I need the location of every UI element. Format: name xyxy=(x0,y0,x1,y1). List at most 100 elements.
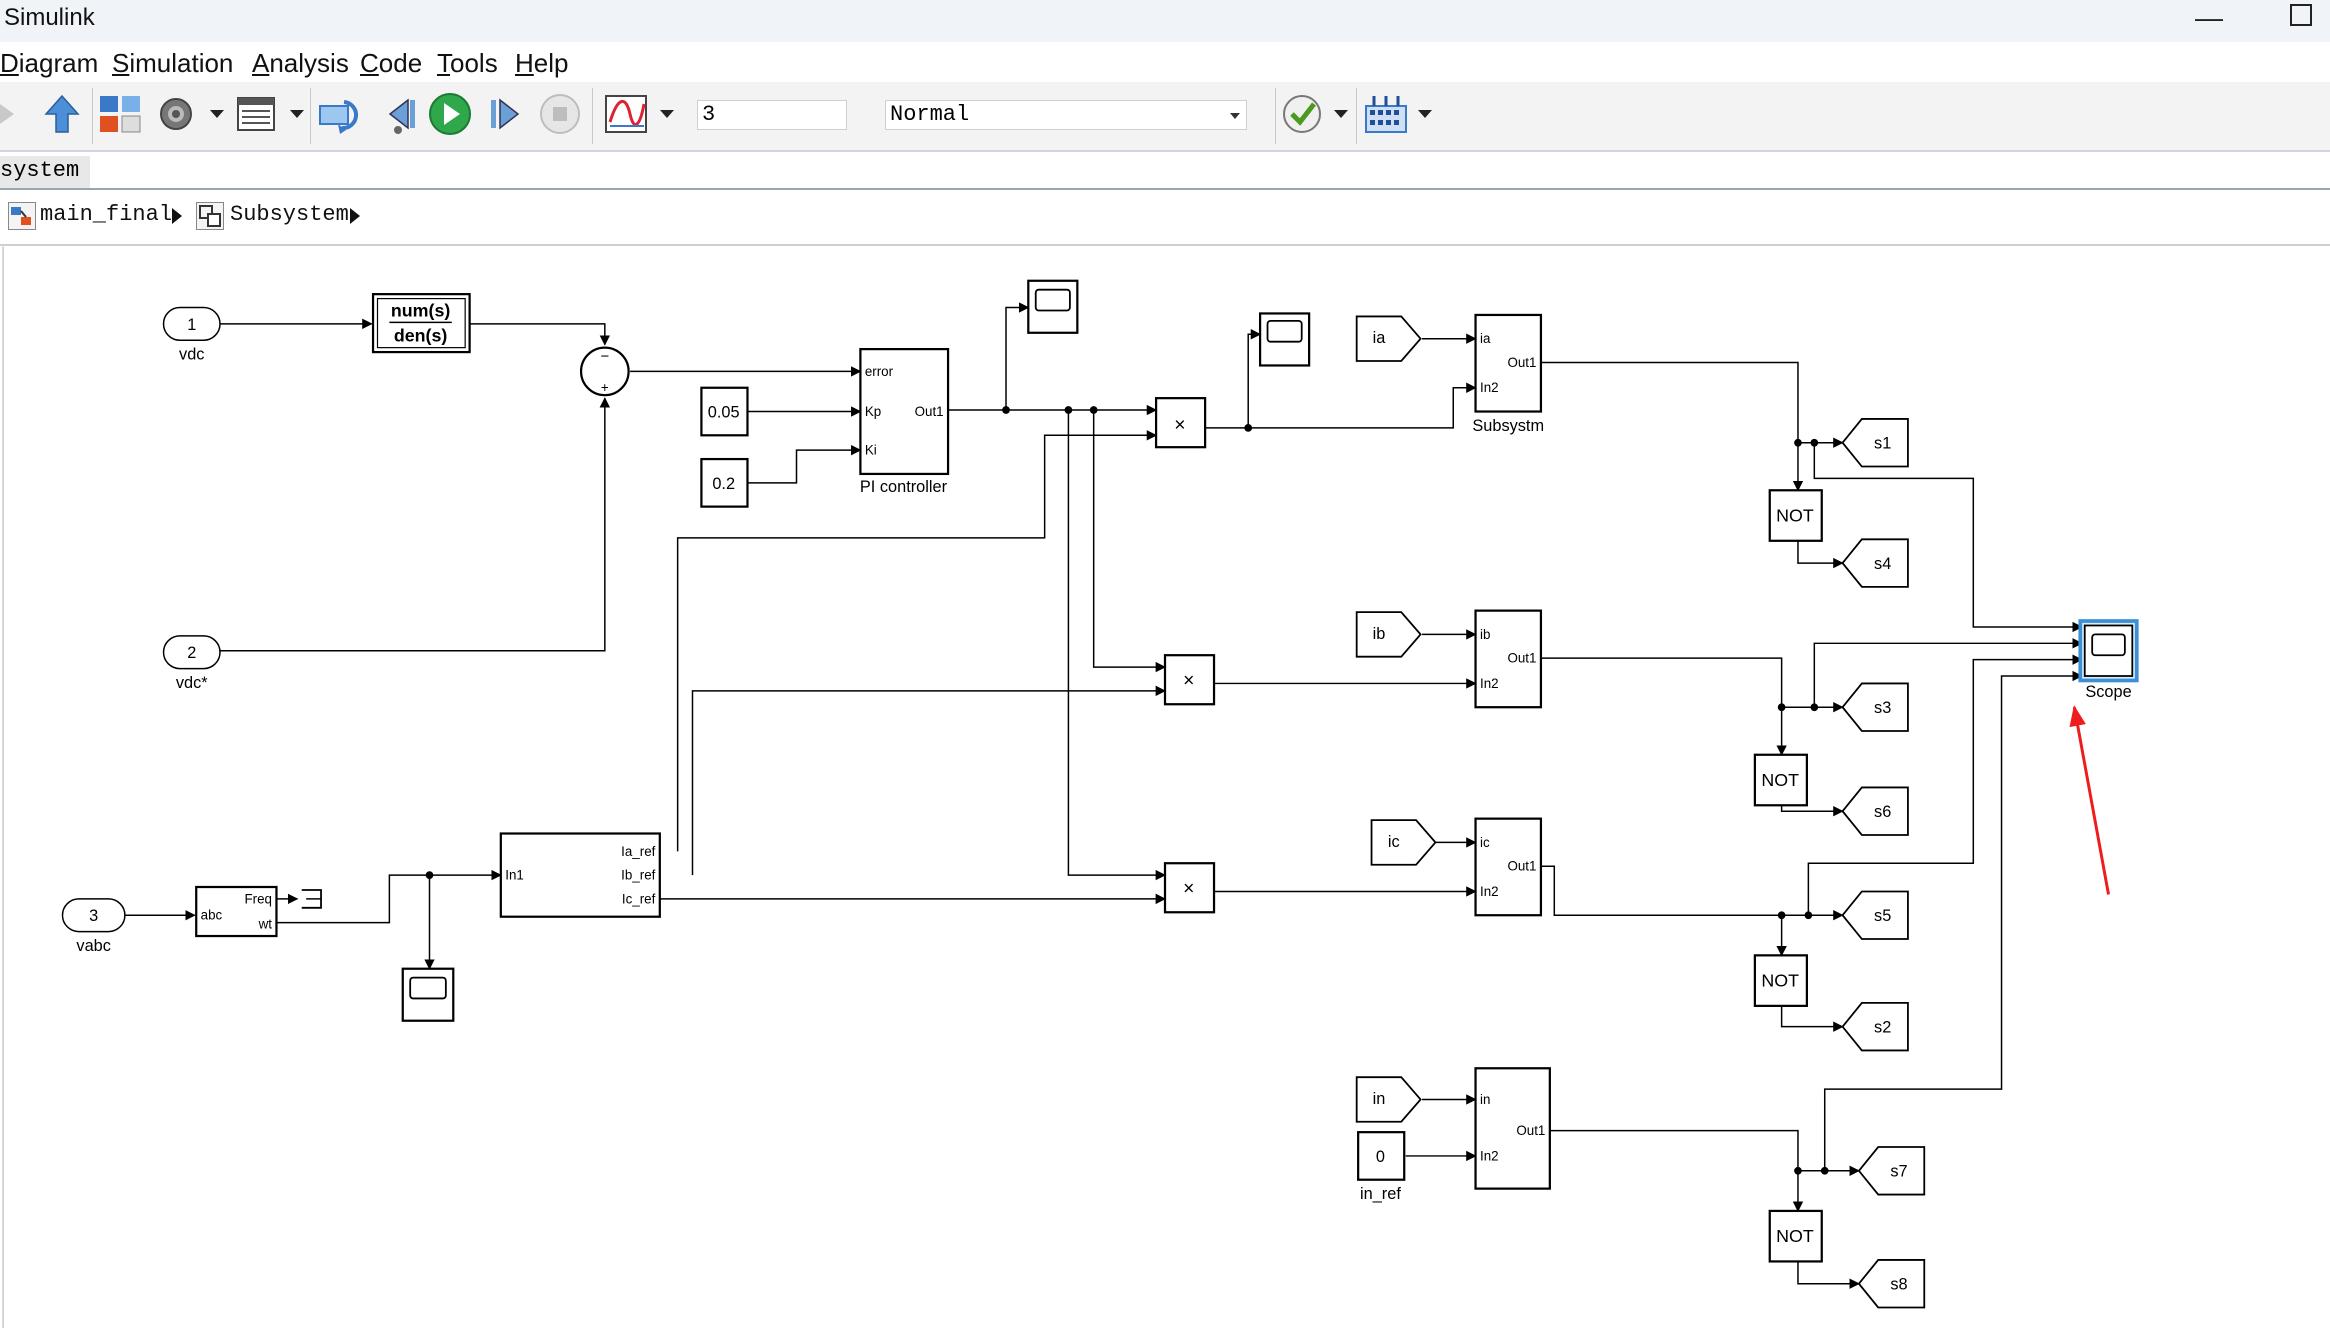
inport-name: vabc xyxy=(76,937,111,955)
inport-vdc-ref[interactable]: 2 vdc* xyxy=(162,635,221,692)
subsystem-a[interactable]: ia In2 Out1 Subsystm xyxy=(1472,313,1544,435)
port-label: ia xyxy=(1480,331,1491,346)
not-label: NOT xyxy=(1761,770,1799,790)
port-label: Out1 xyxy=(915,404,944,419)
subsystem-b[interactable]: ib In2 Out1 xyxy=(1474,609,1543,709)
tab-system[interactable]: system xyxy=(0,156,90,188)
stop-time-input[interactable]: 3 xyxy=(697,100,847,130)
not-block-n[interactable]: NOT xyxy=(1768,1209,1823,1263)
inport-name: vdc* xyxy=(176,674,208,692)
goto-s7[interactable]: s7 xyxy=(1857,1146,1926,1196)
subsystem-n[interactable]: in In2 Out1 xyxy=(1474,1067,1551,1190)
breadcrumb-subsystem[interactable]: Subsystem xyxy=(230,202,349,227)
port-label: Ia_ref xyxy=(621,844,655,859)
goto-s5[interactable]: s5 xyxy=(1841,890,1909,940)
port-label: In2 xyxy=(1480,380,1499,395)
from-ib[interactable]: ib xyxy=(1355,611,1422,658)
not-block-b[interactable]: NOT xyxy=(1753,753,1809,807)
menu-analysis[interactable]: Analysis xyxy=(252,48,349,78)
library-browser-icon[interactable] xyxy=(98,92,142,136)
from-ia[interactable]: ia xyxy=(1355,315,1422,362)
menu-diagram[interactable]: Diagram xyxy=(0,48,99,78)
constant-value: 0.05 xyxy=(708,403,740,421)
menu-tools[interactable]: Tools xyxy=(437,48,498,78)
scope-product-a[interactable] xyxy=(1258,312,1311,367)
transfer-function-block[interactable]: num(s) den(s) xyxy=(371,293,471,354)
product-block-b[interactable]: × xyxy=(1163,654,1216,706)
up-to-parent-icon[interactable] xyxy=(40,92,84,136)
pi-controller-block[interactable]: error Kp Ki Out1 PI controller xyxy=(859,348,950,496)
advisor-dropdown[interactable] xyxy=(1334,110,1348,118)
menu-simulation[interactable]: Simulation xyxy=(112,48,234,78)
not-block-a[interactable]: NOT xyxy=(1768,489,1823,542)
inport-name: vdc xyxy=(179,346,204,364)
constant-ki[interactable]: 0.2 xyxy=(700,457,749,508)
not-label: NOT xyxy=(1776,505,1814,525)
model-explorer-icon[interactable] xyxy=(234,92,278,136)
breadcrumb-main-final[interactable]: main_final xyxy=(40,202,173,227)
subsystem-c[interactable]: ic In2 Out1 xyxy=(1474,817,1543,917)
stop-icon[interactable] xyxy=(538,92,582,136)
port-label: Ib_ref xyxy=(621,868,655,883)
goto-s4[interactable]: s4 xyxy=(1841,538,1909,588)
goto-tag: s3 xyxy=(1874,699,1891,717)
goto-s8[interactable]: s8 xyxy=(1857,1259,1926,1309)
reference-generator-block[interactable]: In1 Ia_ref Ib_ref Ic_ref xyxy=(499,832,661,918)
product-block-a[interactable]: × xyxy=(1154,397,1207,449)
constant-kp[interactable]: 0.05 xyxy=(700,386,749,437)
scope-pi-output[interactable] xyxy=(1027,279,1079,334)
build-model-icon[interactable] xyxy=(1364,92,1408,136)
not-label: NOT xyxy=(1776,1226,1814,1246)
breadcrumb-arrow-icon xyxy=(172,208,182,224)
pll-block[interactable]: abc Freq wt xyxy=(195,885,278,938)
menu-code[interactable]: Code xyxy=(360,48,423,78)
toolbar-separator xyxy=(1356,88,1357,144)
goto-tag: s5 xyxy=(1874,907,1891,925)
from-tag: ic xyxy=(1388,833,1400,851)
port-label: Ki xyxy=(865,443,877,458)
block-name: Subsystm xyxy=(1472,417,1544,435)
simulation-mode-select[interactable]: Normal xyxy=(885,100,1247,130)
maximize-button[interactable] xyxy=(2290,4,2312,26)
product-symbol: × xyxy=(1174,415,1185,436)
port-label: wt xyxy=(258,917,273,932)
minimize-button[interactable]: — xyxy=(2195,2,2223,33)
inport-vabc[interactable]: 3 vabc xyxy=(61,898,126,955)
run-icon[interactable] xyxy=(428,92,472,136)
explorer-dropdown[interactable] xyxy=(290,110,304,118)
model-advisor-icon[interactable] xyxy=(1280,92,1324,136)
chevron-down-icon xyxy=(1230,113,1240,119)
inspector-dropdown[interactable] xyxy=(660,110,674,118)
goto-s6[interactable]: s6 xyxy=(1841,786,1909,836)
step-forward-icon[interactable] xyxy=(484,92,528,136)
terminator-block[interactable] xyxy=(301,889,322,909)
scope-pll[interactable] xyxy=(401,967,455,1022)
from-ic[interactable]: ic xyxy=(1370,819,1437,866)
annotation-arrow xyxy=(2069,705,2110,895)
menu-help[interactable]: Help xyxy=(515,48,569,78)
step-back-icon[interactable] xyxy=(378,92,422,136)
from-tag: ia xyxy=(1373,329,1387,347)
simulation-mode-value: Normal xyxy=(890,102,970,127)
build-dropdown[interactable] xyxy=(1418,110,1432,118)
tf-denominator: den(s) xyxy=(394,326,448,346)
settings-dropdown[interactable] xyxy=(210,110,224,118)
scope-block[interactable]: Scope xyxy=(2078,619,2139,701)
block-name: PI controller xyxy=(860,478,948,496)
constant-in-ref[interactable]: 0 in_ref xyxy=(1357,1131,1406,1203)
product-block-c[interactable]: × xyxy=(1163,862,1216,914)
model-settings-icon[interactable] xyxy=(154,92,198,136)
goto-tag: s2 xyxy=(1874,1019,1891,1037)
sum-block[interactable]: − + xyxy=(579,346,630,397)
forward-icon[interactable] xyxy=(0,92,26,136)
from-in[interactable]: in xyxy=(1355,1076,1422,1123)
goto-s3[interactable]: s3 xyxy=(1841,682,1909,732)
not-block-c[interactable]: NOT xyxy=(1753,954,1809,1007)
goto-s1[interactable]: s1 xyxy=(1841,418,1909,468)
toolbar-separator xyxy=(92,88,93,144)
inport-number: 3 xyxy=(89,907,98,925)
inport-vdc[interactable]: 1 vdc xyxy=(162,306,221,364)
data-inspector-icon[interactable] xyxy=(604,92,648,136)
update-diagram-icon[interactable] xyxy=(318,92,362,136)
goto-s2[interactable]: s2 xyxy=(1841,1002,1909,1052)
